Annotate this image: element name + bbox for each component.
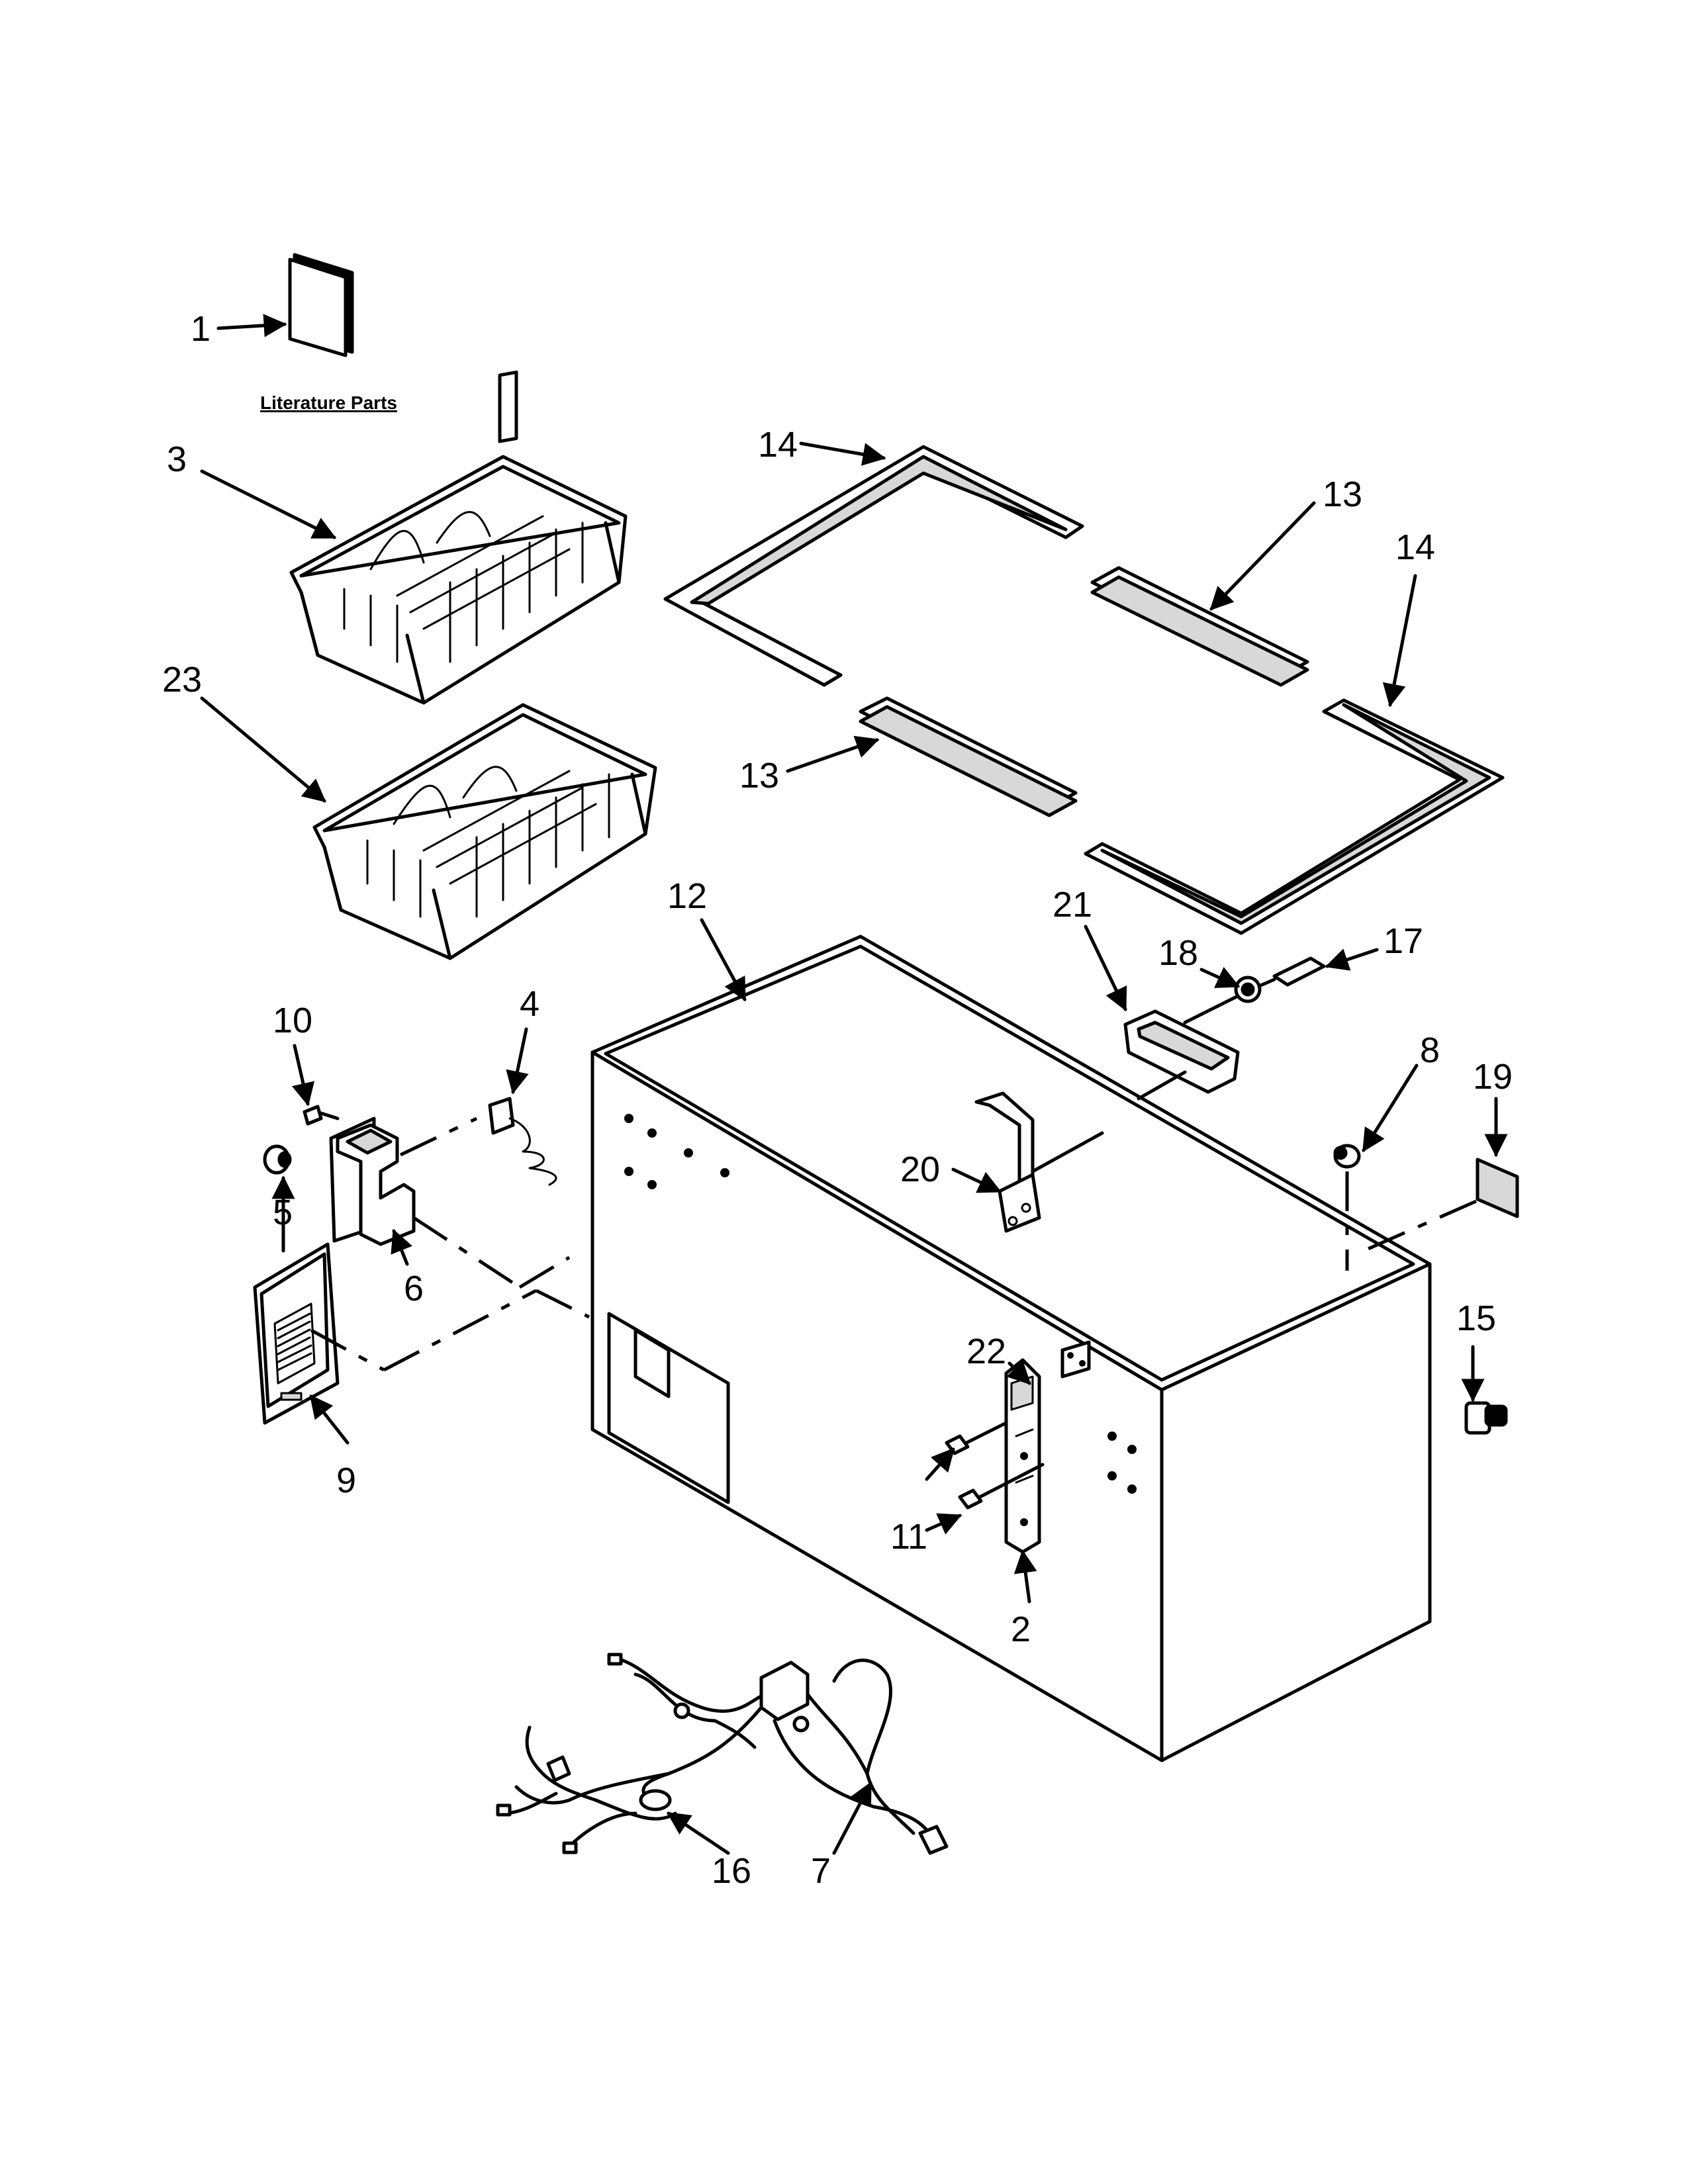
callout-20: 20 (900, 1150, 940, 1189)
label-plate (1362, 1158, 1519, 1253)
hinge-plate (1060, 1340, 1091, 1379)
cabinet-access-opening (607, 1312, 730, 1504)
gasket-rear (663, 445, 1084, 687)
callout-23: 23 (162, 660, 202, 700)
cabinet (590, 934, 1432, 1762)
gasket-side-left (859, 696, 1078, 817)
callout-15: 15 (1456, 1298, 1496, 1338)
callout-6: 6 (404, 1269, 424, 1308)
plug-button (1333, 1144, 1361, 1271)
callout-14-left: 14 (758, 425, 798, 465)
callout-12: 12 (667, 876, 707, 916)
thermostat-4 (488, 1097, 557, 1186)
gasket-front (1084, 698, 1505, 935)
screw-10 (303, 1105, 340, 1126)
control-housing (329, 1116, 571, 1289)
hinge (1004, 1358, 1041, 1554)
lock-key (1257, 956, 1326, 988)
callout-labels: 1 3 23 14 13 14 13 12 21 18 17 8 19 20 1… (162, 309, 1513, 1891)
lock-bracket (974, 1091, 1104, 1233)
callout-16: 16 (712, 1851, 751, 1891)
callout-18: 18 (1158, 933, 1198, 973)
callout-10: 10 (273, 1001, 312, 1040)
callout-1: 1 (191, 309, 211, 349)
callout-3: 3 (167, 439, 187, 479)
callout-5: 5 (273, 1193, 293, 1232)
leveling-leg (1464, 1401, 1508, 1435)
gasket-side-right (1090, 566, 1309, 687)
knob-5 (263, 1144, 292, 1175)
callout-17: 17 (1383, 921, 1423, 961)
callout-7: 7 (811, 1851, 831, 1891)
callout-14-right: 14 (1395, 527, 1435, 567)
callout-13-left: 13 (739, 756, 779, 796)
callout-4: 4 (520, 984, 539, 1024)
callout-11-lower: 11 (890, 1517, 927, 1557)
callout-arrows (200, 314, 1508, 1855)
callout-8: 8 (1420, 1030, 1440, 1070)
wiring-harness (496, 1653, 935, 1854)
cabinet-holes (624, 1114, 1137, 1494)
callout-13-right: 13 (1323, 475, 1362, 514)
callout-22: 22 (966, 1332, 1006, 1371)
callout-2: 2 (1011, 1610, 1031, 1649)
basket-upper (289, 370, 628, 705)
lock-nut (1183, 976, 1262, 1024)
callout-9: 9 (336, 1461, 356, 1500)
literature-booklet (288, 253, 354, 357)
basket-lower (312, 703, 657, 960)
callout-19: 19 (1473, 1057, 1513, 1097)
literature-parts-caption: Literature Parts (260, 392, 397, 413)
power-cord (806, 1659, 949, 1855)
callout-21: 21 (1053, 885, 1092, 925)
vent-grille (253, 1242, 590, 1425)
lock-housing (1123, 1009, 1240, 1101)
